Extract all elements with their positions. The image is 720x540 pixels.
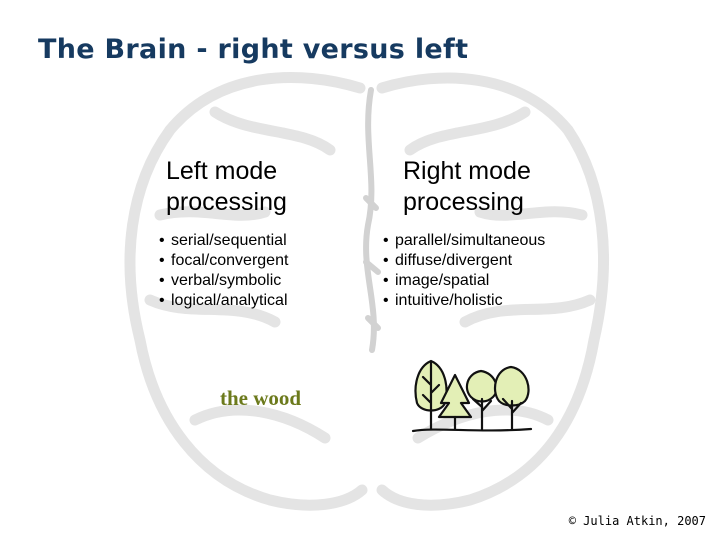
right-mode-heading: Right mode processing bbox=[403, 156, 531, 218]
trees-icon bbox=[411, 359, 533, 433]
left-mode-heading: Left mode processing bbox=[166, 156, 287, 218]
right-heading-line-2: processing bbox=[403, 188, 524, 216]
copyright-notice: © Julia Atkin, 2007 bbox=[568, 514, 706, 528]
list-item: intuitive/holistic bbox=[383, 291, 545, 311]
list-item: verbal/symbolic bbox=[159, 271, 288, 291]
list-item: logical/analytical bbox=[159, 291, 288, 311]
list-item: focal/convergent bbox=[159, 251, 288, 271]
left-heading-line-2: processing bbox=[166, 188, 287, 216]
left-mode-list: serial/sequential focal/convergent verba… bbox=[159, 231, 288, 311]
slide-title: The Brain - right versus left bbox=[38, 34, 469, 65]
list-item: image/spatial bbox=[383, 271, 545, 291]
list-item: parallel/simultaneous bbox=[383, 231, 545, 251]
list-item: diffuse/divergent bbox=[383, 251, 545, 271]
right-heading-line-1: Right mode bbox=[403, 157, 531, 185]
left-heading-line-1: Left mode bbox=[166, 157, 278, 185]
list-item: serial/sequential bbox=[159, 231, 288, 251]
right-mode-list: parallel/simultaneous diffuse/divergent … bbox=[383, 231, 545, 311]
wood-label: the wood bbox=[220, 386, 302, 410]
